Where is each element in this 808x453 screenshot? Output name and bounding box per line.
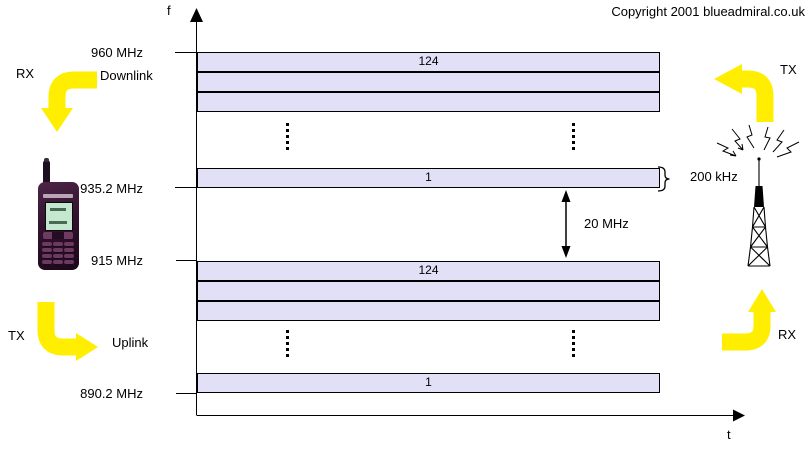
- uplink-channel-124-number: 124: [418, 263, 439, 277]
- radio-waves-icon: [716, 124, 800, 158]
- downlink-channel-124-band: 124: [197, 52, 660, 72]
- downlink-channel-122-band: [197, 92, 660, 112]
- uplink-label: Uplink: [112, 335, 149, 350]
- downlink-channel-1-band: 1: [197, 168, 660, 188]
- tx-label-mobile: TX: [8, 328, 25, 343]
- phone-brand-strip: [43, 194, 73, 198]
- phone-body: [38, 182, 79, 270]
- downlink-channel-1-number: 1: [425, 170, 432, 184]
- radio-tower-icon: [747, 157, 771, 267]
- phone-antenna: [43, 158, 50, 188]
- phone-screen: [45, 202, 73, 231]
- duplex-separation-arrow: [561, 190, 571, 258]
- downlink-channel-124-number: 124: [418, 54, 439, 68]
- duplex-separation-label: 20 MHz: [584, 216, 629, 231]
- rx-uplink-arrow-icon: [722, 289, 776, 351]
- frequency-axis: [190, 8, 203, 415]
- uplink-channel-124-band: 124: [197, 261, 660, 281]
- tx-label-base: TX: [780, 62, 797, 77]
- tx-downlink-arrow-icon: [714, 64, 774, 122]
- channel-ellipsis-dots: [286, 123, 575, 357]
- channel-bandwidth-label: 200 kHz: [690, 169, 738, 184]
- frequency-tick-marks: [175, 52, 197, 394]
- downlink-label: Downlink: [100, 68, 153, 83]
- tick-label-960mhz: 960 MHz: [90, 45, 143, 60]
- rx-downlink-arrow-icon: [41, 71, 97, 132]
- f-axis-label: f: [167, 3, 171, 18]
- tick-label-915mhz: 915 MHz: [90, 253, 143, 268]
- rx-label-mobile: RX: [16, 66, 35, 81]
- mobile-phone-icon: [38, 158, 84, 270]
- t-axis-label: t: [727, 427, 731, 442]
- phone-keypad: [42, 242, 74, 265]
- uplink-channel-122-band: [197, 301, 660, 321]
- rx-label-base: RX: [778, 327, 797, 342]
- tx-uplink-arrow-icon: [37, 302, 98, 361]
- time-axis: [196, 409, 745, 422]
- phone-nav-keys: [43, 232, 73, 239]
- uplink-channel-123-band: [197, 281, 660, 301]
- downlink-channel-123-band: [197, 72, 660, 92]
- tick-label-935-2mhz: 935.2 MHz: [80, 181, 143, 196]
- uplink-channel-1-band: 1: [197, 373, 660, 393]
- tick-label-890-2mhz: 890.2 MHz: [80, 386, 143, 401]
- channel-width-brace: [657, 166, 670, 192]
- uplink-channel-1-number: 1: [425, 375, 432, 389]
- copyright-text: Copyright 2001 blueadmiral.co.uk: [611, 4, 805, 19]
